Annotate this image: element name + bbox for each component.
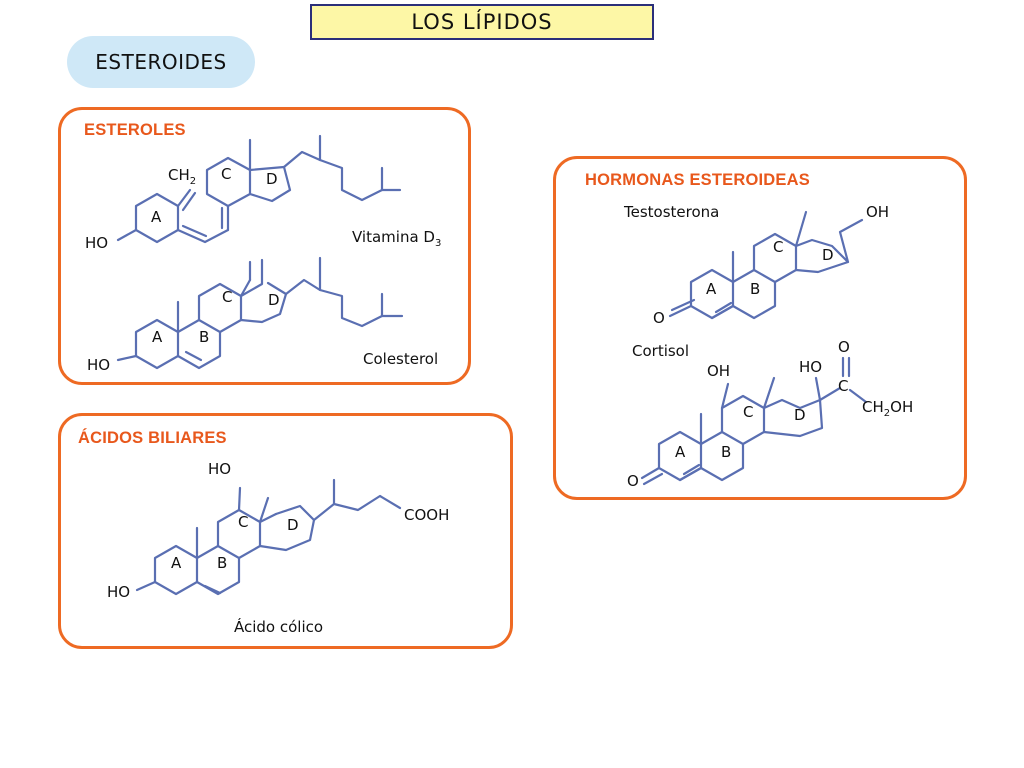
colico-ring-d: D (287, 516, 299, 534)
cortisol-c-label: C (838, 377, 849, 395)
section-label: ESTEROIDES (67, 36, 255, 88)
colico-ring-a: A (171, 554, 182, 572)
cortisol-ring-a: A (675, 443, 686, 461)
colesterol-ring-b: B (199, 328, 210, 346)
cortisol-ring-c: C (743, 403, 754, 421)
cortisol-name: Cortisol (632, 342, 690, 360)
panel-title-hormonas: HORMONAS ESTEROIDEAS (585, 171, 810, 189)
cortisol-oh-label: OH (707, 362, 731, 380)
testosterona-ring-a: A (706, 280, 717, 298)
colico-ring-c: C (238, 513, 249, 531)
vitamina-ring-d: D (266, 170, 278, 188)
cortisol-o-label: O (627, 472, 639, 490)
colesterol-ring-c: C (222, 288, 233, 306)
cortisol-ring-d: D (794, 406, 806, 424)
colesterol-ring-a: A (152, 328, 163, 346)
panel-esteroles (58, 107, 471, 385)
vitamina-ring-a: A (151, 208, 162, 226)
testosterona-ring-d: D (822, 246, 834, 264)
colico-ho-top-label: HO (208, 460, 232, 478)
vitamina-ring-c: C (221, 165, 232, 183)
colesterol-ring-d: D (268, 291, 280, 309)
colico-name: Ácido cólico (234, 618, 324, 636)
colico-cooh-label: COOH (404, 506, 450, 524)
panel-acidos (58, 413, 513, 649)
panel-title-acidos: ÁCIDOS BILIARES (78, 429, 227, 447)
vitamina-name: Vitamina D3 (352, 228, 442, 249)
colico-ho-label: HO (107, 583, 131, 601)
testosterona-ring-b: B (750, 280, 761, 298)
vitamina-ch2-label: CH2 (168, 166, 197, 187)
colico-ring-b: B (217, 554, 228, 572)
testosterona-oh-label: OH (866, 203, 890, 221)
cortisol-ring-b: B (721, 443, 732, 461)
cortisol-ho-label: HO (799, 358, 823, 376)
colesterol-name: Colesterol (363, 350, 439, 368)
cortisol-o-top-label: O (838, 338, 850, 356)
page-title: LOS LÍPIDOS (310, 4, 654, 40)
testosterona-name: Testosterona (624, 203, 720, 221)
cortisol-ch2oh-label: CH2OH (862, 398, 914, 419)
colesterol-ho-label: HO (87, 356, 111, 374)
testosterona-o-label: O (653, 309, 665, 327)
vitamina-ho-label: HO (85, 234, 109, 252)
panel-title-esteroles: ESTEROLES (84, 121, 186, 139)
testosterona-ring-c: C (773, 238, 784, 256)
panel-hormonas (553, 156, 967, 500)
